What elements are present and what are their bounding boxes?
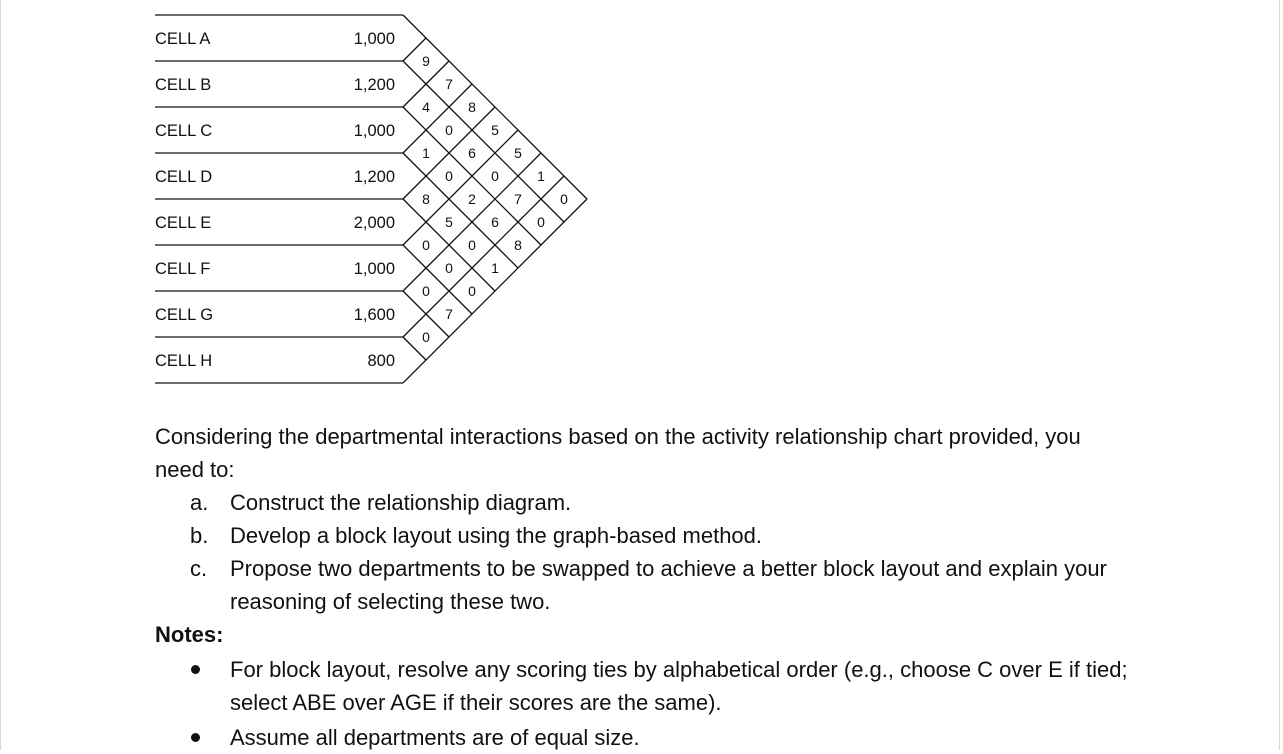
relationship-value: 0 [491, 168, 499, 184]
relationship-value: 1 [491, 260, 499, 276]
relationship-value: 0 [422, 329, 430, 345]
page-left-edge [0, 0, 1, 750]
cell-value: 800 [367, 352, 395, 370]
relationship-value: 9 [422, 53, 430, 69]
relationship-value: 0 [445, 260, 453, 276]
cell-label: CELL H [155, 352, 212, 370]
cell-label: CELL C [155, 122, 212, 140]
relationship-value: 1 [422, 145, 430, 161]
cell-value: 2,000 [354, 214, 395, 232]
task-text: Construct the relationship diagram. [230, 490, 572, 515]
task-item-c: c. Propose two departments to be swapped … [155, 552, 1130, 618]
relationship-value: 0 [422, 283, 430, 299]
relationship-value: 1 [537, 168, 545, 184]
relationship-value: 8 [422, 191, 430, 207]
relationship-value: 6 [491, 214, 499, 230]
lattice-line [402, 106, 496, 200]
cell-label: CELL G [155, 306, 213, 324]
relationship-value: 0 [422, 237, 430, 253]
relationship-value: 5 [514, 145, 522, 161]
cell-label: CELL B [155, 76, 211, 94]
task-marker: b. [190, 523, 209, 548]
relationship-value: 0 [560, 191, 568, 207]
relationship-value: 6 [468, 145, 476, 161]
relationship-value: 0 [445, 122, 453, 138]
lattice-line [402, 336, 427, 361]
lattice-line [402, 37, 427, 62]
cell-value: 1,200 [354, 168, 395, 186]
relationship-value: 2 [468, 191, 476, 207]
note-item: For block layout, resolve any scoring ti… [155, 653, 1130, 719]
relationship-value: 0 [537, 214, 545, 230]
task-list: a. Construct the relationship diagram. b.… [155, 486, 1255, 618]
lattice-line [402, 175, 565, 338]
bullet-icon [191, 665, 200, 674]
relationship-value: 5 [491, 122, 499, 138]
page-right-edge [1279, 0, 1280, 750]
cell-value: 1,000 [354, 30, 395, 48]
bullet-icon [191, 733, 200, 742]
task-item-a: a. Construct the relationship diagram. [155, 486, 1130, 519]
relationship-value: 8 [468, 99, 476, 115]
task-marker: c. [190, 556, 208, 581]
lattice-line [402, 152, 542, 292]
note-item: Assume all departments are of equal size… [155, 721, 1130, 754]
relationship-value: 8 [514, 237, 522, 253]
task-text: Develop a block layout using the graph-b… [230, 523, 763, 548]
lattice-line [402, 152, 519, 269]
lattice-line [402, 129, 519, 246]
cell-label: CELL A [155, 30, 210, 48]
relationship-value: 7 [445, 76, 453, 92]
note-text: Assume all departments are of equal size… [230, 725, 640, 750]
notes-list: For block layout, resolve any scoring ti… [155, 653, 1255, 754]
relationship-value: 7 [445, 306, 453, 322]
cell-label: CELL F [155, 260, 210, 278]
cell-value: 1,000 [354, 122, 395, 140]
lattice-line [402, 83, 473, 154]
relationship-value: 0 [468, 237, 476, 253]
lattice-line [402, 60, 565, 223]
lattice-line [402, 244, 473, 315]
task-marker: a. [190, 490, 209, 515]
relationship-value: 4 [422, 99, 430, 115]
relationship-value: 5 [445, 214, 453, 230]
cell-label: CELL E [155, 214, 211, 232]
notes-heading: Notes: [155, 622, 224, 647]
relationship-value: 7 [514, 191, 522, 207]
note-text: For block layout, resolve any scoring ti… [230, 657, 1128, 715]
task-item-b: b. Develop a block layout using the graph… [155, 519, 1130, 552]
task-text: Propose two departments to be swapped to… [230, 556, 1107, 614]
lattice-line [402, 198, 588, 384]
cell-label: CELL D [155, 168, 212, 186]
relationship-value: 0 [468, 283, 476, 299]
cell-value: 1,000 [354, 260, 395, 278]
problem-statement: Considering the departmental interaction… [155, 420, 1255, 754]
cell-value: 1,200 [354, 76, 395, 94]
relationship-value: 0 [445, 168, 453, 184]
lattice-line [402, 60, 450, 108]
intro-paragraph: Considering the departmental interaction… [155, 424, 1081, 482]
cell-value: 1,600 [354, 306, 395, 324]
